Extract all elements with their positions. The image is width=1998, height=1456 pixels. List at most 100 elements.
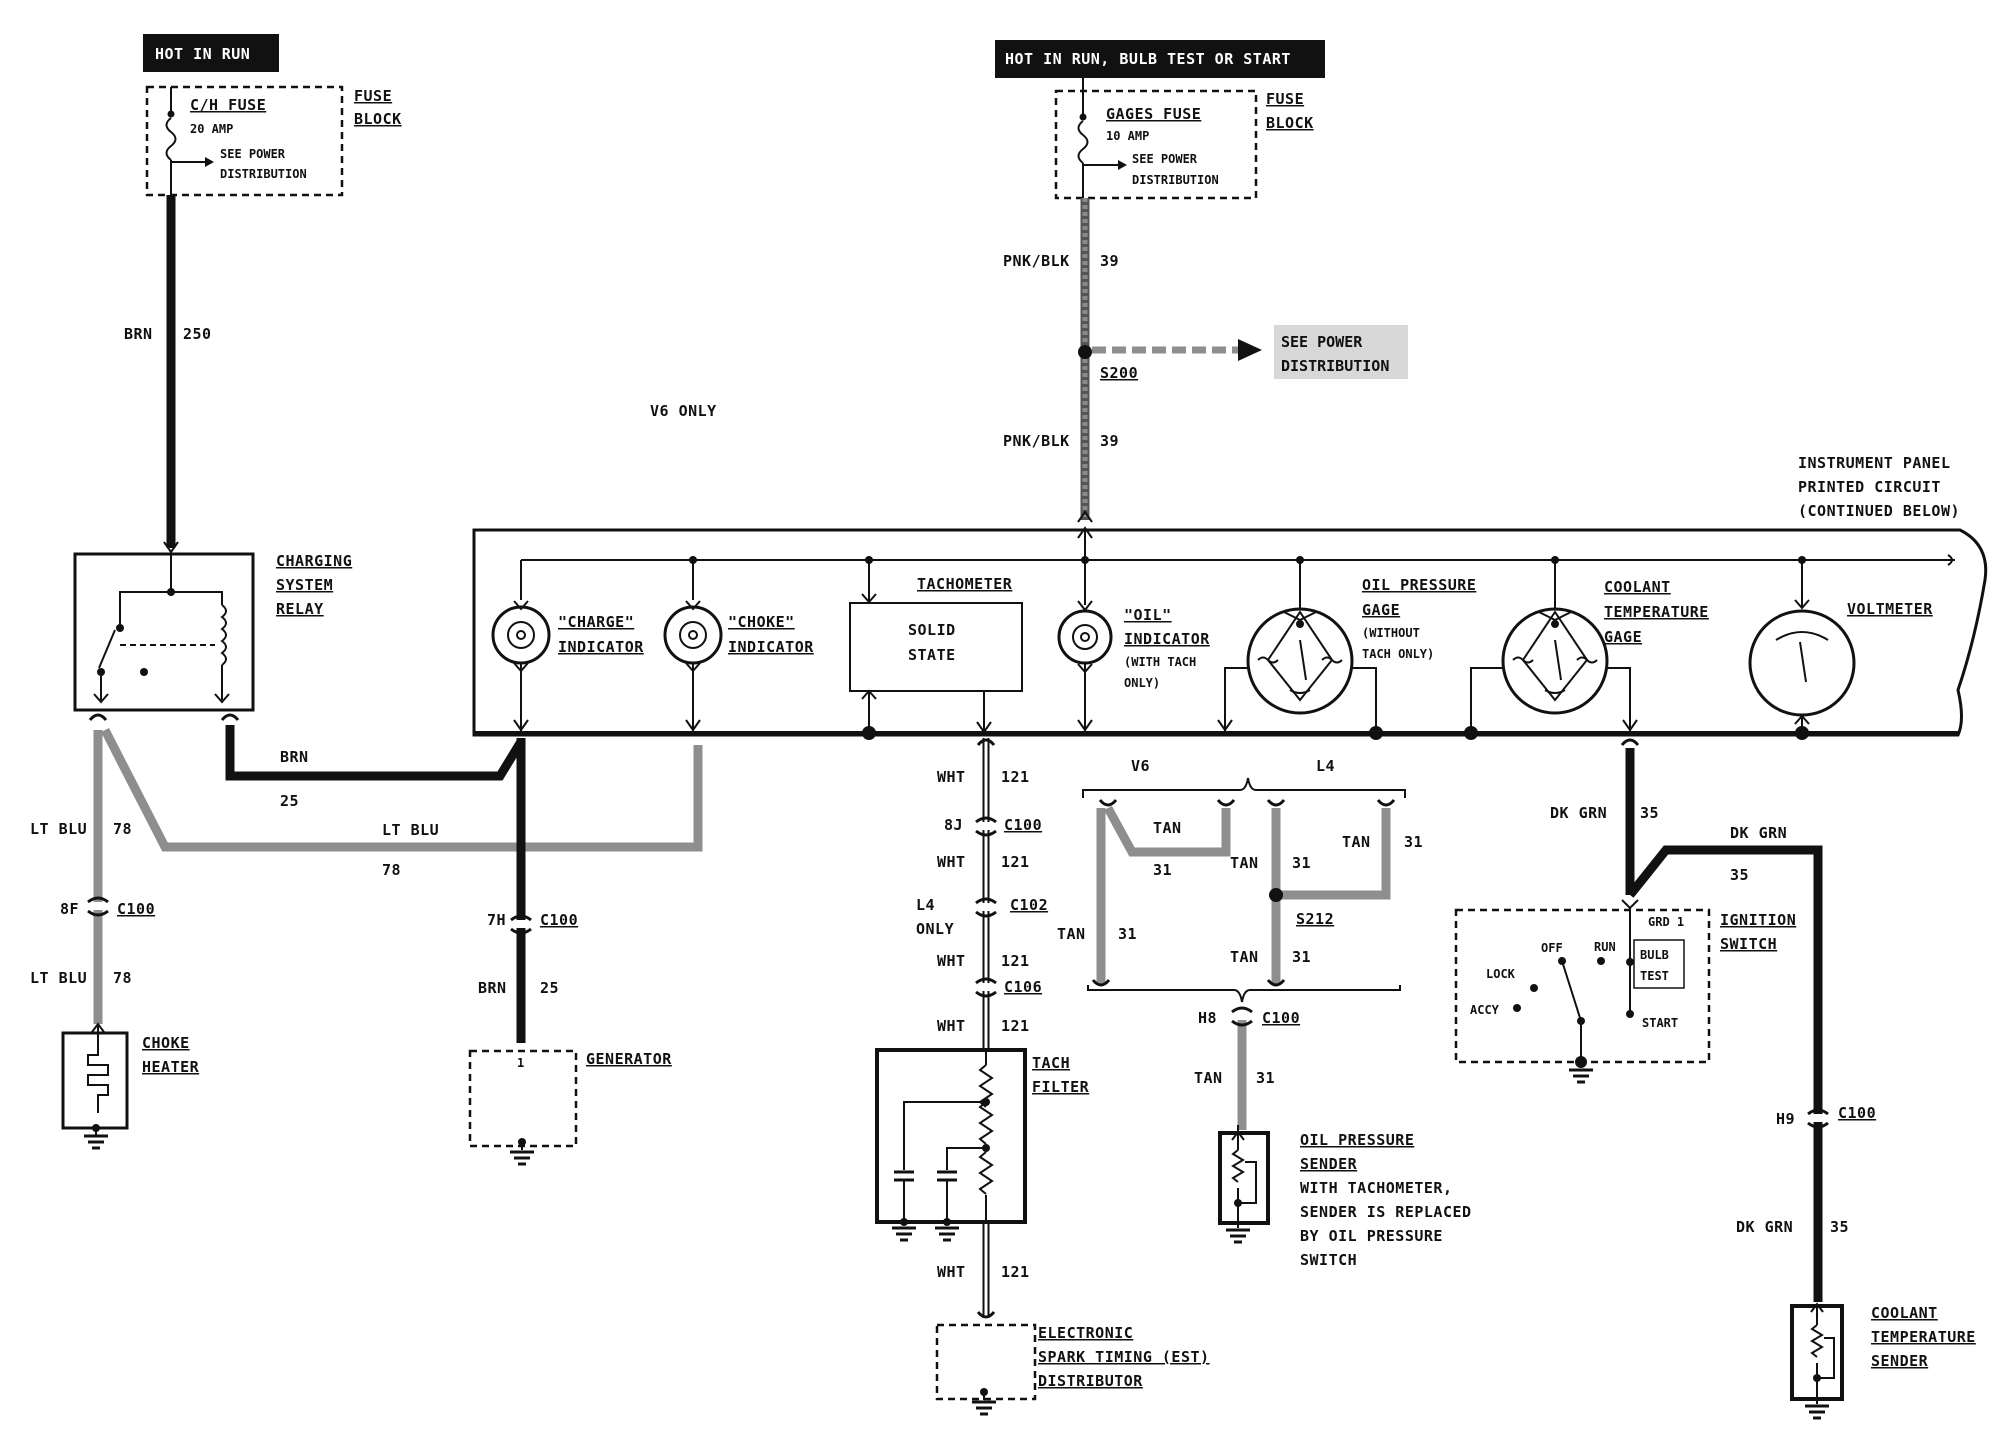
ignition-switch bbox=[1454, 908, 1711, 1084]
tach-filter-label-1: TACH bbox=[1032, 1054, 1070, 1072]
tan-31-color-0: TAN bbox=[1153, 819, 1182, 837]
lt-blu-78-h-num: 78 bbox=[382, 861, 401, 879]
dk-grn-35-b-num: 35 bbox=[1730, 866, 1749, 884]
capacitor-icon bbox=[894, 1170, 914, 1222]
choke-indicator-label-2: INDICATOR bbox=[728, 638, 814, 656]
lt-blu-78-horizontal-wire bbox=[100, 727, 703, 852]
resistor-icon bbox=[1231, 1149, 1245, 1183]
arrow-icon bbox=[1118, 160, 1127, 170]
ground-icon bbox=[510, 1150, 534, 1166]
lt-blu-78-b-color: LT BLU bbox=[30, 969, 87, 987]
brn-25-color: BRN bbox=[280, 748, 309, 766]
wht-121-color-2: WHT bbox=[937, 952, 966, 970]
l4-label: L4 bbox=[1316, 757, 1335, 775]
oil-sender-label-3: WITH TACHOMETER, bbox=[1300, 1179, 1453, 1197]
ch-fuse-rating: 20 AMP bbox=[190, 122, 233, 136]
tan-31-num-5: 31 bbox=[1256, 1069, 1275, 1087]
wht-121-color-0: WHT bbox=[937, 768, 966, 786]
capacitor-icon bbox=[937, 1170, 957, 1222]
brn-25-gen-color: BRN bbox=[478, 979, 507, 997]
relay-label-2: SYSTEM bbox=[276, 576, 333, 594]
hot-in-run-label: HOT IN RUN bbox=[155, 45, 250, 63]
charging-system-relay bbox=[73, 552, 255, 712]
pnk-39-num-a: 39 bbox=[1100, 252, 1119, 270]
coolant-sender-label-3: SENDER bbox=[1871, 1352, 1929, 1370]
c102-connector bbox=[974, 897, 998, 918]
c106-connector bbox=[974, 977, 998, 998]
pnk-39-num-b: 39 bbox=[1100, 432, 1119, 450]
tan-31-color-4: TAN bbox=[1230, 948, 1259, 966]
oil-sender-label-5: BY OIL PRESSURE bbox=[1300, 1227, 1443, 1245]
ignition-bulb-label: BULB bbox=[1640, 948, 1669, 962]
c100-h9-name: C100 bbox=[1838, 1104, 1876, 1122]
gages-see-power-2: DISTRIBUTION bbox=[1132, 173, 1219, 187]
c100-8f-connector bbox=[86, 896, 110, 917]
ground-icon bbox=[972, 1400, 996, 1416]
dk-grn-35-c-color: DK GRN bbox=[1736, 1218, 1793, 1236]
ignition-label-2: SWITCH bbox=[1720, 935, 1777, 953]
tan-31-num-0: 31 bbox=[1153, 861, 1172, 879]
bulb-icon bbox=[679, 621, 707, 649]
oil-sender-label-2: SENDER bbox=[1300, 1155, 1358, 1173]
dk-grn-35-a-num: 35 bbox=[1640, 804, 1659, 822]
voltmeter-label: VOLTMETER bbox=[1847, 600, 1933, 618]
coolant-temperature-gage bbox=[1464, 556, 1638, 740]
oil-indicator-label-3: (WITH TACH bbox=[1124, 655, 1196, 669]
choke-indicator bbox=[663, 556, 723, 733]
c100-h9-pin: H9 bbox=[1776, 1110, 1795, 1128]
wht-121-num-2: 121 bbox=[1001, 952, 1030, 970]
coolant-gage-label-1: COOLANT bbox=[1604, 578, 1671, 596]
hot-in-run-bulb-test-label: HOT IN RUN, BULB TEST OR START bbox=[1005, 50, 1291, 68]
lt-blu-78-a-color: LT BLU bbox=[30, 820, 87, 838]
arrow-icon bbox=[1238, 339, 1262, 361]
generator-label: GENERATOR bbox=[586, 1050, 672, 1068]
brn-250-num: 250 bbox=[183, 325, 212, 343]
c100-h8-pin: H8 bbox=[1198, 1009, 1217, 1027]
ch-fuse-block: C/H FUSE 20 AMP SEE POWER DISTRIBUTION F… bbox=[145, 85, 401, 197]
ground-icon bbox=[892, 1226, 916, 1242]
c100-7h-pin: 7H bbox=[487, 911, 506, 929]
c100-8j-connector bbox=[974, 816, 998, 837]
charge-indicator bbox=[491, 560, 551, 733]
brn-25-num: 25 bbox=[280, 792, 299, 810]
oil-indicator-label-1: "OIL" bbox=[1124, 606, 1172, 624]
wht-121-color-3: WHT bbox=[937, 1017, 966, 1035]
wht-121-num-1: 121 bbox=[1001, 853, 1030, 871]
ch-see-power-1: SEE POWER bbox=[220, 147, 286, 161]
fuse-block-label-2b: BLOCK bbox=[1266, 114, 1314, 132]
fuse-icon bbox=[165, 117, 177, 161]
wht-121-num-4: 121 bbox=[1001, 1263, 1030, 1281]
gauge-icon bbox=[1246, 607, 1354, 715]
wht-121-color-1: WHT bbox=[937, 853, 966, 871]
c100-7h-connector bbox=[509, 914, 533, 935]
v6-only-label: V6 ONLY bbox=[650, 402, 717, 420]
arrow-icon bbox=[205, 157, 214, 167]
tan-31-color-5: TAN bbox=[1194, 1069, 1223, 1087]
choke-heater-label-1: CHOKE bbox=[142, 1034, 190, 1052]
fuse-block-label-1b: FUSE bbox=[1266, 90, 1304, 108]
relay-label-1: CHARGING bbox=[276, 552, 352, 570]
resistor-icon bbox=[978, 1151, 994, 1195]
oil-pressure-gage bbox=[1217, 556, 1383, 740]
coolant-sender-label-2: TEMPERATURE bbox=[1871, 1328, 1976, 1346]
lt-blu-78-h-color: LT BLU bbox=[382, 821, 439, 839]
gages-fuse-rating: 10 AMP bbox=[1106, 129, 1149, 143]
brn-250-color: BRN bbox=[124, 325, 153, 343]
ch-see-power-2: DISTRIBUTION bbox=[220, 167, 307, 181]
tach-filter bbox=[875, 1048, 1027, 1242]
bulb-icon bbox=[1072, 624, 1098, 650]
c100-7h-name: C100 bbox=[540, 911, 578, 929]
tach-filter-label-2: FILTER bbox=[1032, 1078, 1090, 1096]
ch-fuse-label: C/H FUSE bbox=[190, 96, 266, 114]
tan-31-num-4: 31 bbox=[1292, 948, 1311, 966]
pnk-39-color-b: PNK/BLK bbox=[1003, 432, 1070, 450]
choke-indicator-label-1: "CHOKE" bbox=[728, 613, 795, 631]
fuse-block-label-1: FUSE bbox=[354, 87, 392, 105]
dk-grn-35-c-num: 35 bbox=[1830, 1218, 1849, 1236]
wht-121-num-0: 121 bbox=[1001, 768, 1030, 786]
panel-title-2: PRINTED CIRCUIT bbox=[1798, 478, 1941, 496]
oil-gage-label-4: TACH ONLY) bbox=[1362, 647, 1434, 661]
est-label-1: ELECTRONIC bbox=[1038, 1324, 1133, 1342]
panel-title-1: INSTRUMENT PANEL bbox=[1798, 454, 1951, 472]
